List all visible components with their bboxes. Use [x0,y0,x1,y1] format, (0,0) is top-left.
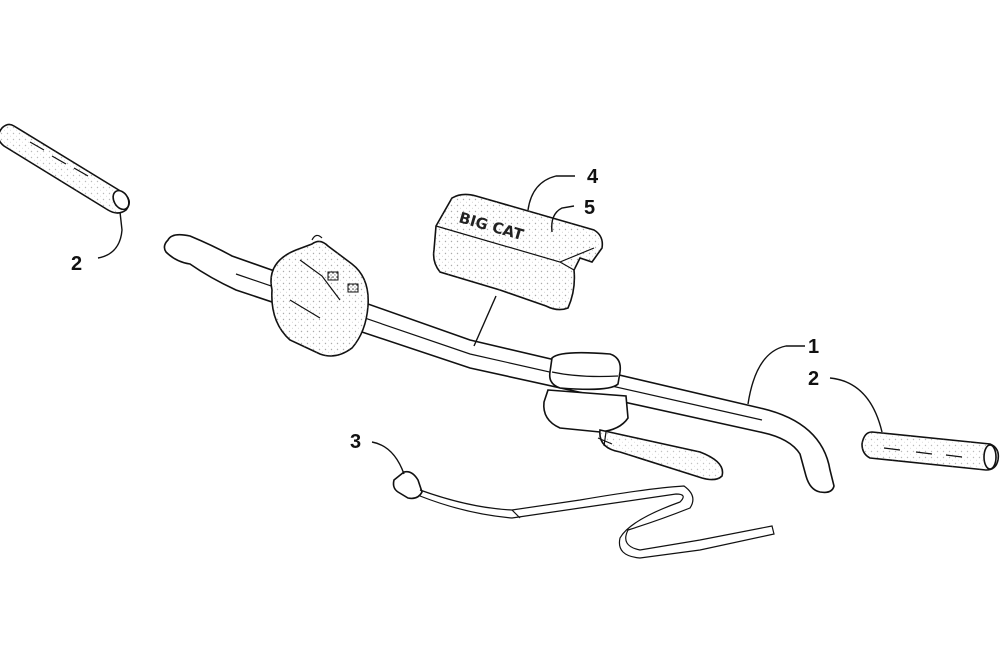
callout-4: 4 [587,166,599,188]
brake-master-cylinder [543,351,724,481]
callout-5: 5 [584,197,595,219]
kill-switch-cable [392,470,775,559]
left-switch-housing [270,234,369,357]
callout-2-right: 2 [808,368,819,390]
callout-labels: 1 2 2 3 4 5 [71,166,819,453]
callout-3: 3 [350,431,361,453]
callout-2-left: 2 [71,253,82,275]
callout-1: 1 [808,336,819,358]
left-grip [0,123,130,214]
handlebar-pad: BIG CAT [432,193,604,311]
right-grip [861,431,1000,471]
leader-lines [97,175,883,475]
